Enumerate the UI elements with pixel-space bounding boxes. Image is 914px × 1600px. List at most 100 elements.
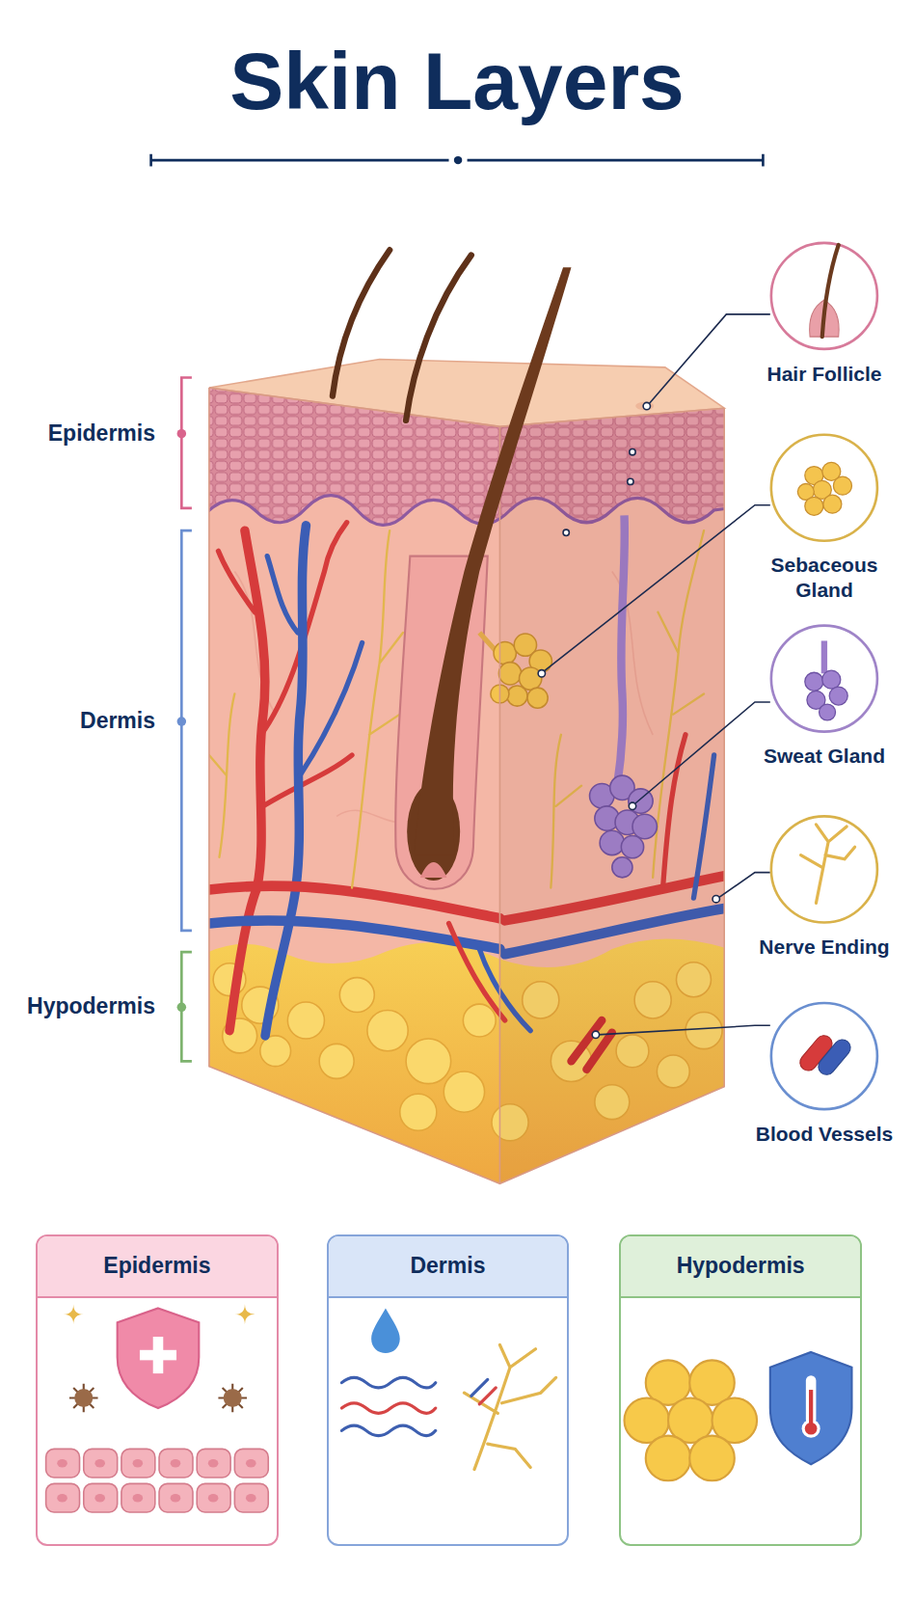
callout-label: Hair Follicle [745,361,904,386]
skin-block [209,886,501,919]
card-icon [74,1388,93,1407]
card-icon [341,1424,435,1436]
callout-icon [805,670,848,721]
card-icon [46,1482,81,1512]
skin-block [267,556,362,776]
card-icon [133,1493,144,1502]
card-icon [217,1383,247,1413]
card-icon [341,1344,556,1469]
card-icon [234,1482,269,1512]
skin-block [339,977,375,1013]
skin-block [265,525,306,1036]
leader-line [643,402,650,409]
title-underline [467,159,764,162]
card-icon [805,1422,818,1435]
skin-block [462,1003,496,1037]
card-icon [808,1389,813,1426]
callout-circle [771,242,878,350]
skin-block [209,693,235,857]
card-icon [133,1458,144,1467]
card-icon [208,1458,219,1467]
callout: Hair Follicle [745,241,904,386]
leader-line [648,314,771,404]
skin-block [217,550,352,807]
leader-line [563,529,569,536]
leader-line [628,802,636,809]
leader-line [712,894,720,902]
skin-surface [635,402,654,410]
hair [405,255,472,421]
hair [332,249,390,396]
skin-block [367,1009,408,1050]
card-icon [121,1482,156,1512]
callout-icon [821,640,828,673]
callout-circle [771,815,878,922]
card-icon [117,1307,200,1408]
card-icon [139,1349,177,1361]
info-card: Epidermis [35,1234,279,1546]
leader-line [543,505,771,672]
card-icon [56,1493,68,1502]
card-icon [69,1383,247,1413]
card-header: Dermis [328,1236,568,1297]
card-icon [234,1303,255,1324]
title-underline [761,154,765,167]
layer-bracket [177,429,188,439]
leader-line [591,1030,599,1038]
layer-bracket [181,376,192,508]
card-icon [159,1482,193,1512]
card-heading: Dermis [409,1252,485,1280]
callout-circle [771,625,878,732]
leader-line [718,872,771,898]
title-underline [151,159,450,162]
callout: Nerve Ending [745,813,904,959]
callout-icon [805,672,824,691]
skin-block [400,1093,437,1130]
layer-label: Epidermis [48,420,156,448]
callout-label: Sweat Gland [745,743,904,768]
hair [332,249,572,855]
leader-line [597,1024,771,1035]
card-icon [46,1448,81,1478]
skin-block [405,1038,452,1084]
card-icon [245,1493,257,1502]
layer-label: Dermis [80,707,156,735]
callout-icon [805,496,824,515]
callout: Sebaceous Gland [745,432,904,602]
card-icon [196,1448,231,1478]
leader-line [537,670,545,677]
skin-block [204,347,730,1194]
leader-line [537,402,720,1038]
callout-icon [814,1035,854,1077]
card-icon [94,1458,106,1467]
skin-block [449,923,506,1022]
callout-icon [829,686,848,705]
card-icon [46,1448,269,1512]
card-icon [63,1303,84,1324]
card-header: Hypodermis [620,1236,861,1297]
card-icon [83,1448,118,1478]
callout-icon [801,824,856,903]
skin-block [287,1001,324,1039]
card-heading: Hypodermis [676,1252,806,1280]
card-icon [689,1435,735,1481]
card-icon [196,1482,231,1512]
info-card: Hypodermis [618,1234,862,1546]
card-icon [69,1383,99,1413]
card-icon [463,1344,556,1469]
card-icon [371,1307,401,1353]
callout-icon [822,244,839,337]
callout-icon [819,703,836,721]
layer-bracket [177,1002,188,1013]
card-icon [471,1378,488,1396]
callout-label: Sebaceous Gland [745,552,904,601]
callout-icon [797,461,852,515]
card-icon [770,1351,853,1464]
skin-block [499,407,725,1183]
card-icon [208,1493,219,1502]
info-card: Dermis [326,1234,570,1546]
layer-label: Hypodermis [26,993,156,1021]
card-icon [94,1493,106,1502]
card-icon [46,1303,853,1512]
